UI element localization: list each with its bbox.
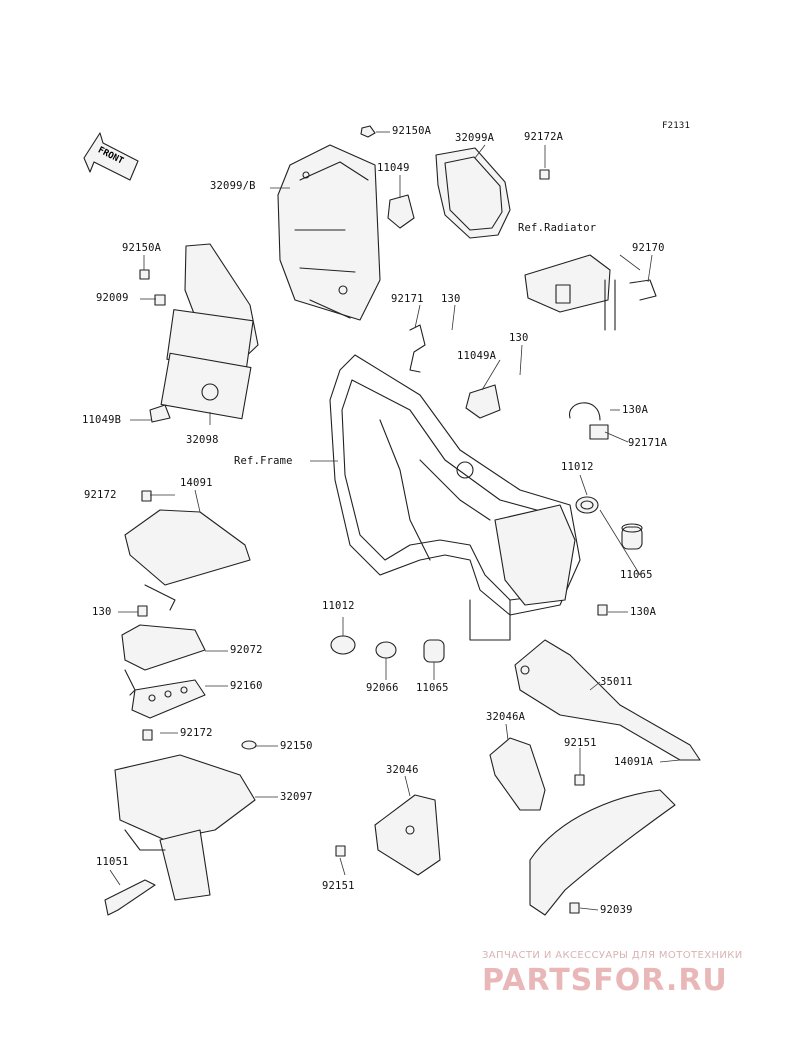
part-label-11049: 11049 [377, 162, 410, 174]
part-label-14091: 14091 [180, 477, 213, 489]
part-label-92171a: 92171A [628, 437, 668, 449]
part-label-92172-left: 92172 [84, 489, 117, 501]
part-label-11051: 11051 [96, 856, 129, 868]
watermark: ЗАПЧАСТИ И АКСЕССУАРЫ ДЛЯ МОТОТЕХНИКИ PA… [482, 950, 787, 998]
part-label-92150a-left: 92150A [122, 242, 162, 254]
part-label-130-a: 130 [441, 293, 461, 305]
part-label-92072: 92072 [230, 644, 263, 656]
part-label-92039: 92039 [600, 904, 633, 916]
bolt-92172-low-icon [142, 729, 153, 741]
guard-assembly [529, 789, 676, 916]
part-label-32097: 32097 [280, 791, 313, 803]
cover-32099a [435, 147, 511, 239]
bolt-92039-icon [569, 902, 580, 914]
part-label-92009: 92009 [96, 292, 129, 304]
bracket-11051 [104, 879, 156, 916]
part-label-32099b: 32099/B [210, 180, 256, 192]
collar-11065-right-icon [621, 523, 643, 550]
cap-92066-icon [375, 641, 397, 659]
washer-92150-icon [241, 740, 257, 750]
figure-code: F2131 [662, 121, 691, 131]
part-label-92151-right: 92151 [564, 737, 597, 749]
stay-35011 [514, 639, 701, 761]
part-label-92171: 92171 [391, 293, 424, 305]
part-label-92160: 92160 [230, 680, 263, 692]
part-label-11065-mid: 11065 [416, 682, 449, 694]
part-label-130a-mid: 130A [630, 606, 657, 618]
part-label-92151-left: 92151 [322, 880, 355, 892]
bearing-11012-right-icon [575, 496, 599, 514]
cover-32099b [277, 144, 381, 321]
part-label-11012-mid: 11012 [322, 600, 355, 612]
watermark-brand-logo: PARTSFOR.RU [482, 963, 728, 998]
part-label-32046a: 32046A [486, 711, 526, 723]
part-label-11049a: 11049A [457, 350, 497, 362]
part-label-130-b: 130 [509, 332, 529, 344]
part-label-11049b: 11049B [82, 414, 122, 426]
leader-lines [109, 131, 681, 911]
side-cover-assembly-32098 [139, 243, 259, 423]
watermark-tagline: ЗАПЧАСТИ И АКСЕССУАРЫ ДЛЯ МОТОТЕХНИКИ [482, 950, 743, 961]
front-arrow-icon: FRONT [83, 132, 139, 181]
cover-14091 [124, 509, 251, 611]
part-label-92172a: 92172A [524, 131, 564, 143]
part-label-92150: 92150 [280, 740, 313, 752]
radiator-ref-parts [524, 254, 657, 331]
bolt-92150a-top-icon [360, 125, 376, 138]
bolt-92151-left-icon [335, 845, 346, 857]
part-label-92170: 92170 [632, 242, 665, 254]
main-frame [329, 354, 581, 641]
part-label-130a-top: 130A [622, 404, 649, 416]
bolt-92172a-icon [539, 169, 550, 180]
bolt-130-left-icon [137, 605, 148, 617]
bolt-130a-mid-icon [597, 604, 608, 616]
bolt-92151-right-icon [574, 774, 585, 786]
collar-11065-mid-icon [423, 639, 445, 663]
part-label-11065-right: 11065 [620, 569, 653, 581]
battery-case-32097 [114, 754, 256, 901]
bracket-32046 [374, 794, 441, 876]
bolt-92172-left-icon [141, 490, 152, 502]
part-label-35011: 35011 [600, 676, 633, 688]
part-label-92066: 92066 [366, 682, 399, 694]
reference-frame: Ref.Frame [234, 455, 293, 467]
clip-92171a-icon [569, 402, 609, 440]
bracket-11049 [387, 194, 415, 229]
part-label-32098: 32098 [186, 434, 219, 446]
part-label-32046: 32046 [386, 764, 419, 776]
part-label-32099a: 32099A [455, 132, 495, 144]
bracket-11049a [465, 384, 501, 419]
cap-11012-mid-icon [330, 635, 356, 655]
part-label-130-left: 130 [92, 606, 112, 618]
bracket-32046a [489, 737, 546, 811]
part-label-11012-right: 11012 [561, 461, 594, 473]
clip-92171-icon [409, 324, 426, 373]
rubber-92160 [131, 679, 206, 719]
part-label-92150a-top: 92150A [392, 125, 432, 137]
part-label-92172-low: 92172 [180, 727, 213, 739]
reference-radiator: Ref.Radiator [518, 222, 597, 234]
part-label-14091a: 14091A [614, 756, 654, 768]
